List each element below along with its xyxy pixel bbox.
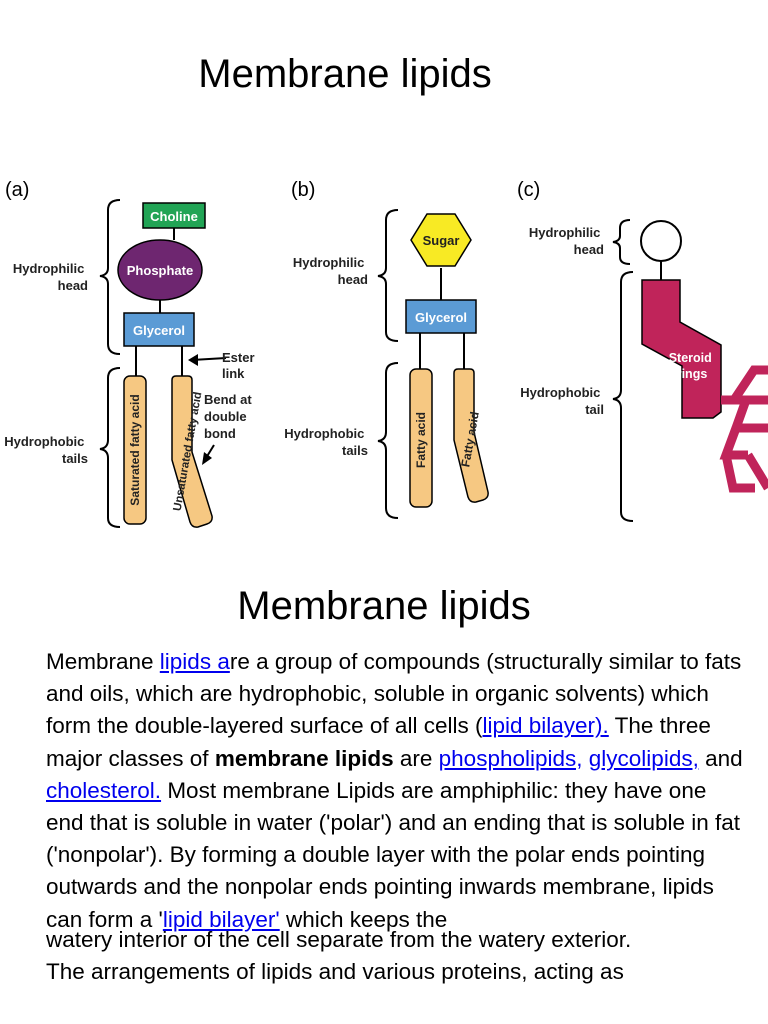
steroid-tail bbox=[719, 365, 768, 493]
link-cholesterol[interactable]: cholesterol. bbox=[46, 777, 162, 803]
panel-b-letter: (b) bbox=[291, 179, 315, 201]
bold-membrane-lipids: membrane lipids bbox=[214, 745, 394, 771]
body-text-run: Membrane bbox=[46, 649, 160, 674]
head-label-c: Hydrophilic head bbox=[529, 225, 604, 257]
head-brace-b bbox=[377, 209, 399, 342]
bend-arrowhead bbox=[202, 452, 212, 465]
body-text-run: re a group of compounds (structurally si… bbox=[46, 649, 742, 739]
panel-c-letter: (c) bbox=[517, 179, 540, 201]
ester-arrowhead bbox=[188, 354, 198, 366]
glycerol-label-b: Glycerol bbox=[415, 310, 467, 325]
tail-label-c: Hydrophobic tail bbox=[520, 385, 604, 417]
link-lipid-bilayer[interactable]: lipid bilayer). bbox=[482, 713, 609, 739]
body-text-run: The three major classes of bbox=[46, 713, 711, 771]
choline-label: Choline bbox=[150, 209, 198, 224]
link-glycolipids[interactable]: glycolipids, bbox=[588, 745, 699, 771]
tails-label-a: Hydrophobic tails bbox=[4, 434, 88, 466]
head-brace-c bbox=[612, 219, 631, 265]
bend-note: Bend at double bond bbox=[204, 392, 255, 441]
tails-brace-b bbox=[377, 362, 399, 519]
saturated-label: Saturated fatty acid bbox=[128, 394, 142, 505]
body-text-run: Most membrane Lipids are amphiphilic: th… bbox=[46, 777, 741, 932]
saturated-fatty-acid bbox=[123, 375, 147, 525]
body-text: Membrane lipids are a group of compounds… bbox=[46, 646, 746, 988]
head-brace-a bbox=[99, 199, 121, 355]
fatty-acid-b2 bbox=[453, 368, 489, 503]
tails-brace-a bbox=[99, 367, 121, 528]
steroid-label: Steroid rings bbox=[669, 351, 716, 381]
link-lipid-bilayer-2[interactable]: lipid bilayer' bbox=[162, 906, 280, 932]
glycerol-box-a bbox=[123, 312, 195, 347]
tail-brace-c bbox=[612, 271, 634, 522]
body-line-watery: watery interior of the cell separate fro… bbox=[46, 926, 632, 952]
fatty-acid-b1 bbox=[409, 368, 433, 508]
link-phospholipids[interactable]: phospholipids, bbox=[438, 745, 583, 771]
slide-title: Membrane lipids bbox=[198, 52, 492, 96]
head-label-b: Hydrophilic head bbox=[293, 255, 368, 287]
unsaturated-fatty-acid bbox=[171, 375, 213, 528]
lipid-diagram: (a) Hydrophilic head Hydrophobic tails C… bbox=[4, 179, 768, 528]
body-text-run: which keeps the bbox=[279, 906, 448, 932]
choline-box bbox=[142, 202, 206, 229]
panel-a-letter: (a) bbox=[5, 179, 29, 201]
ester-label: Ester link bbox=[222, 350, 258, 381]
phosphate-label: Phosphate bbox=[127, 263, 193, 278]
hydrophilic-head-circle bbox=[640, 220, 682, 262]
link-lipids[interactable]: lipids a bbox=[159, 649, 230, 674]
phosphate-ellipse bbox=[117, 239, 203, 301]
head-label-a: Hydrophilic head bbox=[13, 261, 88, 293]
glycerol-label-a: Glycerol bbox=[133, 323, 185, 338]
glycerol-box-b bbox=[405, 299, 477, 334]
steroid-rings bbox=[641, 279, 722, 419]
body-line-arrangements: The arrangements of lipids and various p… bbox=[46, 959, 624, 985]
fatty-acid-b1-label: Fatty acid bbox=[414, 412, 428, 468]
membrane-lipids-figure: (a) Hydrophilic head Hydrophobic tails C… bbox=[0, 165, 768, 540]
sugar-hexagon bbox=[410, 213, 472, 267]
tails-label-b: Hydrophobic tails bbox=[284, 426, 368, 458]
sugar-label: Sugar bbox=[423, 233, 460, 248]
body-text-run: and bbox=[698, 745, 743, 771]
section-title: Membrane lipids bbox=[237, 584, 531, 628]
body-text-run: are bbox=[393, 745, 439, 771]
